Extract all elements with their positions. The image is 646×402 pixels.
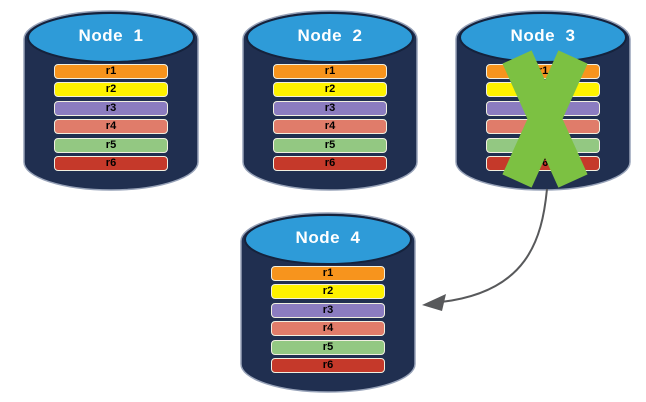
row-r6: r6 [273, 155, 387, 171]
arrow-curve [440, 188, 548, 303]
row-r1: r1 [271, 266, 385, 281]
row-r4: r4 [273, 119, 387, 135]
cylinder-top [246, 12, 414, 63]
node-4: Node 4 r1 r2 r3 r4 r5 r6 [240, 212, 416, 393]
cylinder-top [244, 214, 412, 265]
x-stroke-2 [502, 50, 588, 188]
node-1: Node 1 r1 r2 r3 r4 r5 r6 [23, 10, 199, 191]
row-r2: r2 [273, 82, 387, 98]
node-2-title: Node 2 [297, 26, 363, 45]
node-3-title: Node 3 [510, 26, 576, 45]
cylinder-top [27, 12, 195, 63]
arrow-head-icon [422, 294, 446, 311]
row-r2: r2 [271, 284, 385, 300]
row-r1: r1 [54, 64, 168, 79]
node-4-rows: r1 r2 r3 r4 r5 r6 [271, 266, 385, 373]
node-2: Node 2 r1 r2 r3 r4 r5 r6 [242, 10, 418, 191]
row-r4: r4 [54, 119, 168, 135]
row-r3: r3 [273, 100, 387, 116]
node-3: Node 3 r1 r2 r3 r4 r5 r6 [455, 10, 631, 191]
row-r5: r5 [273, 137, 387, 153]
row-r5: r5 [54, 137, 168, 153]
row-r6: r6 [54, 155, 168, 171]
row-r6: r6 [271, 357, 385, 373]
node-1-rows: r1 r2 r3 r4 r5 r6 [54, 64, 168, 171]
node-1-title: Node 1 [78, 26, 144, 45]
row-r1: r1 [273, 64, 387, 79]
node-4-title: Node 4 [295, 228, 361, 247]
row-r5: r5 [271, 339, 385, 355]
failure-x-icon [502, 50, 588, 188]
row-r3: r3 [54, 100, 168, 116]
cylinder-top [459, 12, 627, 63]
row-r3: r3 [271, 302, 385, 318]
node-2-rows: r1 r2 r3 r4 r5 r6 [273, 64, 387, 171]
row-r4: r4 [271, 321, 385, 337]
row-r2: r2 [54, 82, 168, 98]
